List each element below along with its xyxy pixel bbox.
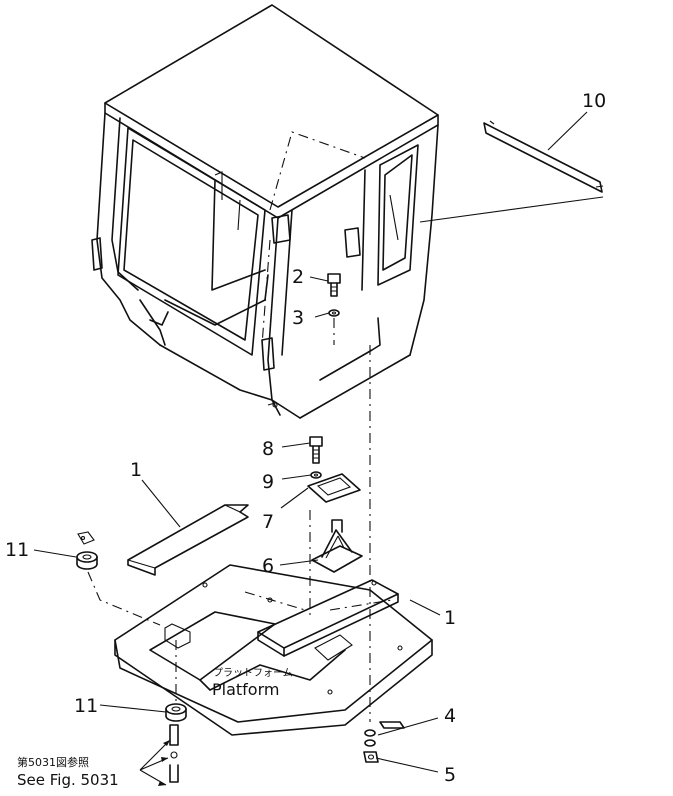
reference-note-ja: 第5031図参照 xyxy=(17,755,89,769)
bolt-2 xyxy=(327,273,341,297)
plate-7 xyxy=(307,473,361,503)
cab-assembly xyxy=(91,4,439,419)
platform-label-ja: プラットフォーム xyxy=(213,667,293,679)
platform-frame xyxy=(87,564,433,736)
callout-2: 2 xyxy=(292,266,304,288)
callout-10: 10 xyxy=(582,90,606,112)
washer-9 xyxy=(310,471,322,479)
part-10-strip xyxy=(419,120,604,223)
bolt-8 xyxy=(309,436,323,464)
mount-6 xyxy=(309,510,363,618)
callout-8: 8 xyxy=(262,438,274,460)
callout-3: 3 xyxy=(292,307,304,329)
callout-5: 5 xyxy=(444,764,456,786)
part-4-washers xyxy=(364,721,405,747)
bushing-11-upper xyxy=(76,531,98,570)
bracket-1-right xyxy=(257,579,399,657)
reference-note-en: See Fig. 5031 xyxy=(17,771,119,789)
bushing-11-lower xyxy=(165,703,187,783)
bracket-1-left xyxy=(127,504,249,576)
callout-7: 7 xyxy=(262,511,274,533)
callout-1-lower: 1 xyxy=(444,607,456,629)
leader-lines xyxy=(33,111,588,786)
callout-11-upper: 11 xyxy=(5,539,29,561)
callout-9: 9 xyxy=(262,471,274,493)
platform-label-en: Platform xyxy=(212,680,279,699)
washer-3 xyxy=(328,309,340,317)
callout-6: 6 xyxy=(262,555,274,577)
callout-1-upper: 1 xyxy=(130,459,142,481)
nut-5 xyxy=(363,751,379,763)
callout-11-lower: 11 xyxy=(74,695,98,717)
callout-4: 4 xyxy=(444,705,456,727)
